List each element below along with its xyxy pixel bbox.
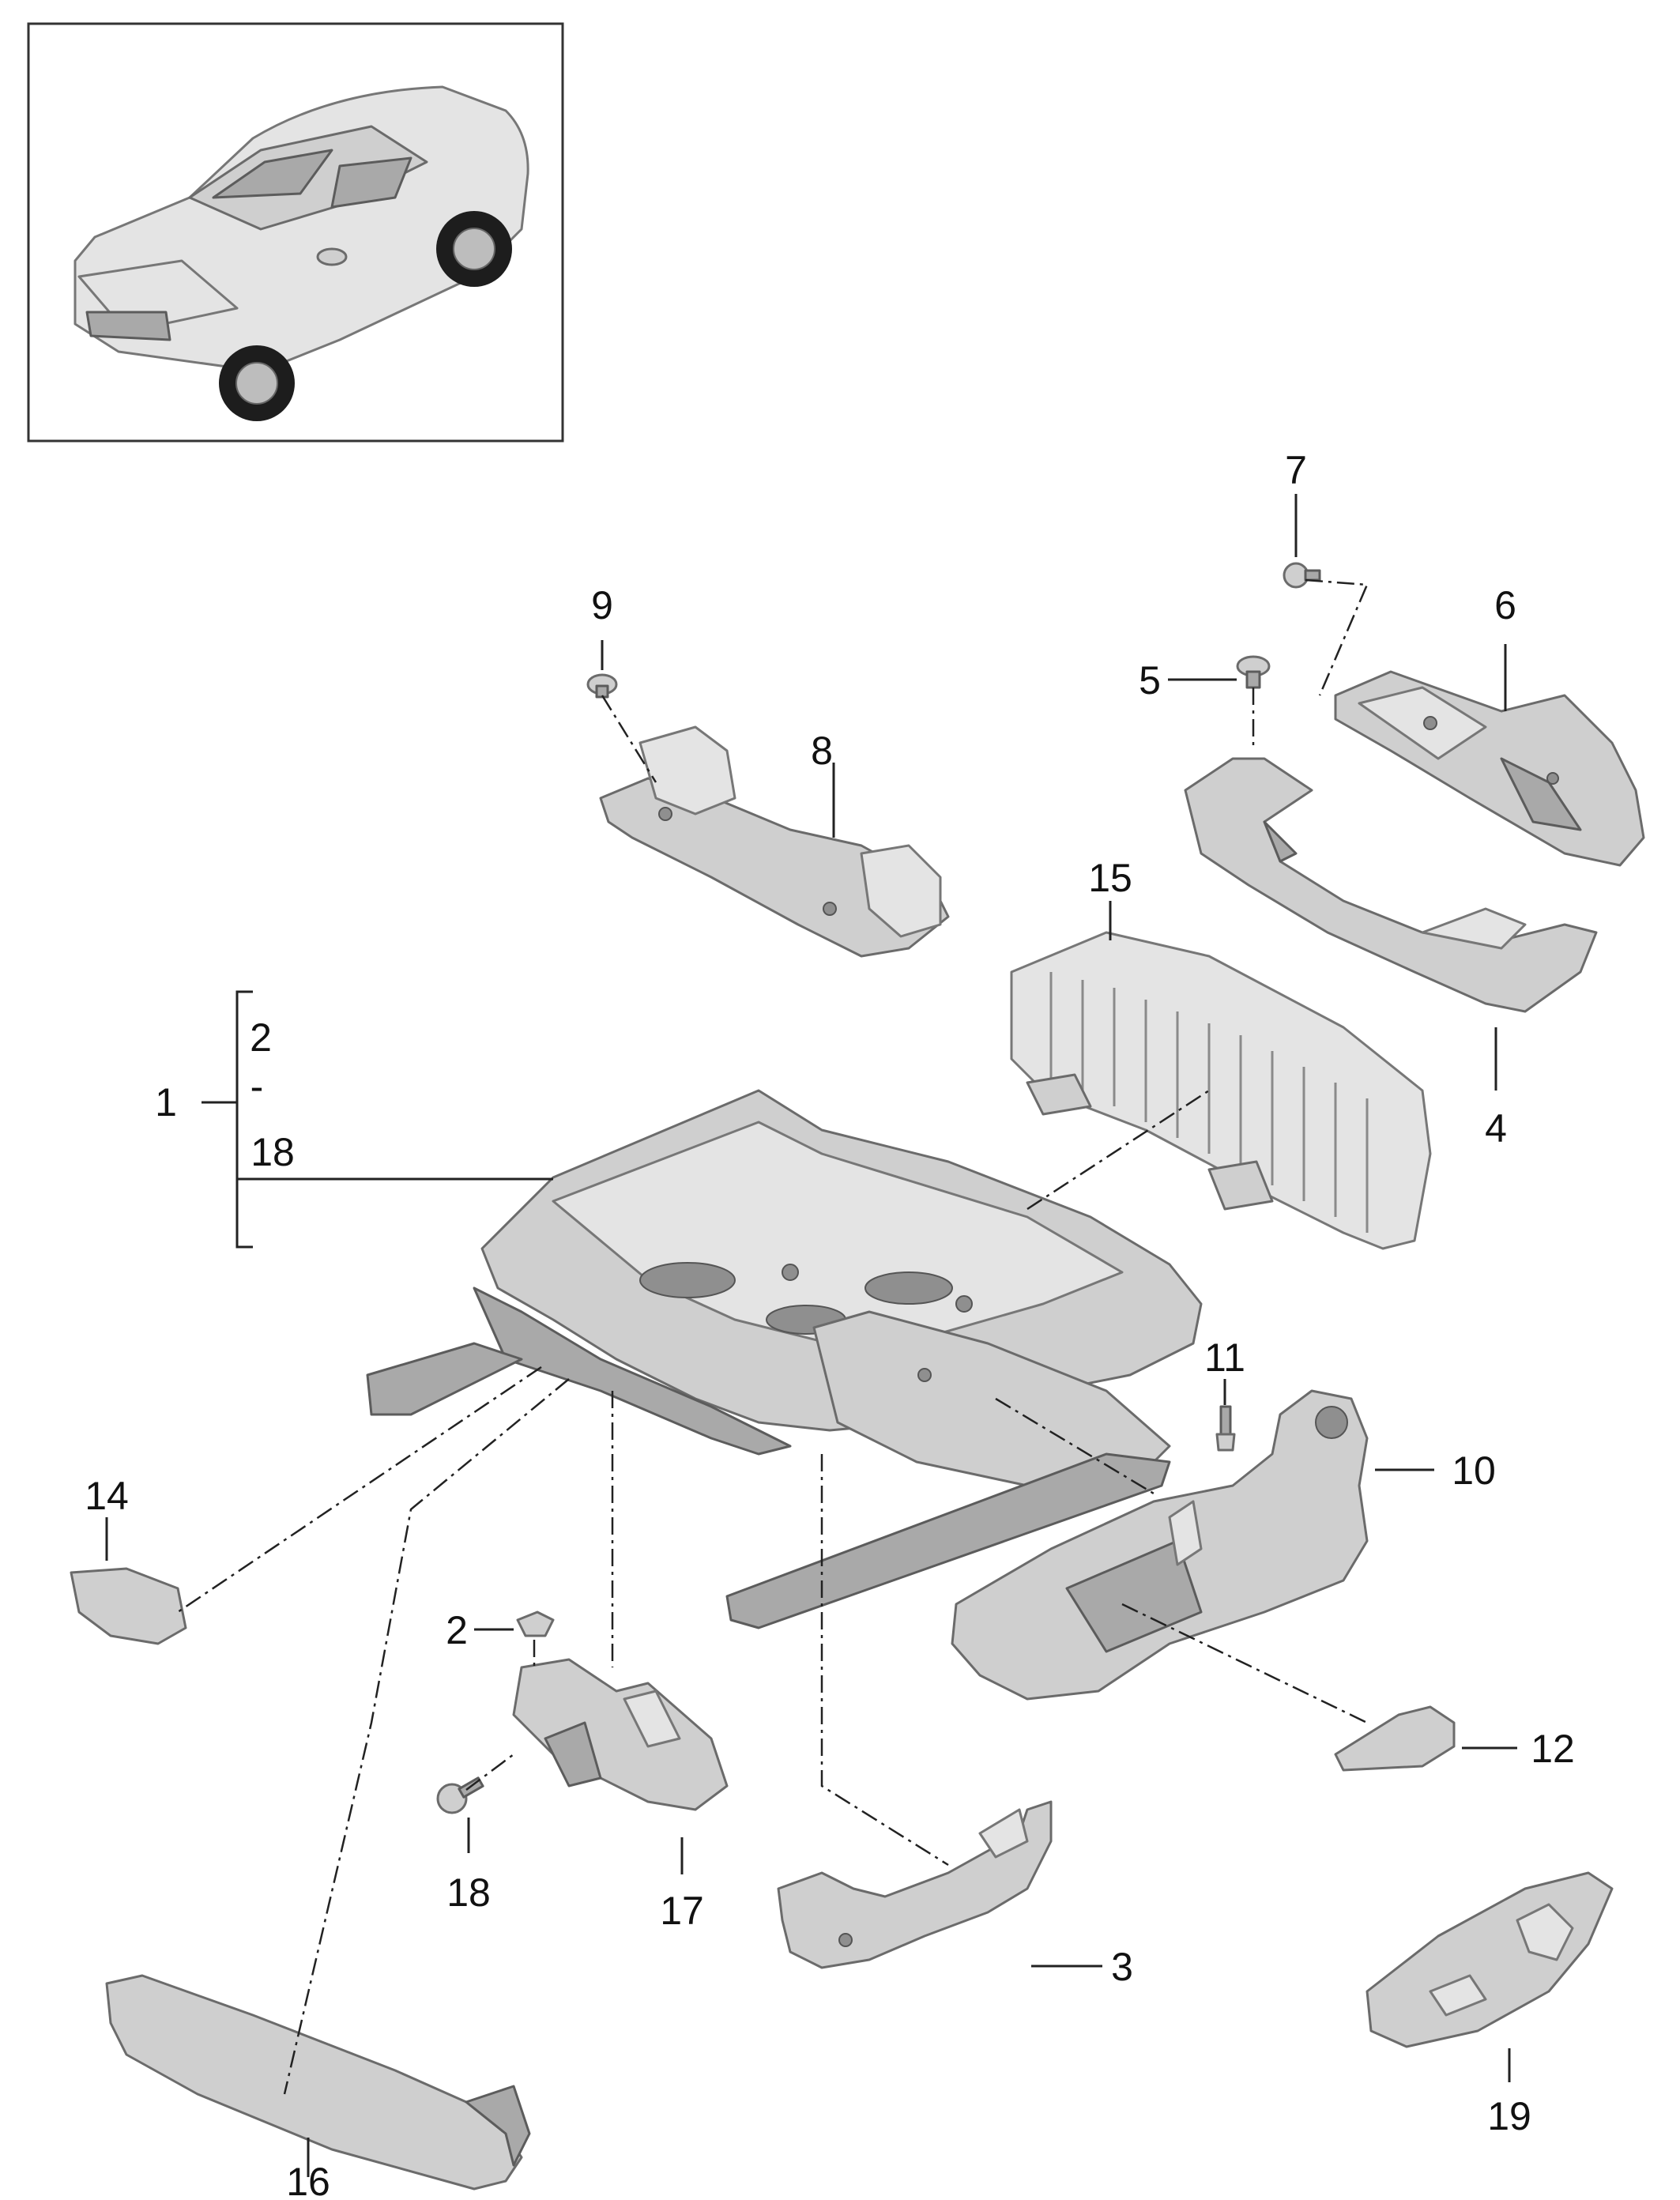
- callout-8: 8: [811, 729, 833, 773]
- vehicle-thumbnail: [27, 22, 564, 443]
- callout-range-dash: -: [250, 1064, 264, 1109]
- callout-18: 18: [446, 1870, 491, 1915]
- part-11-bolt: [1215, 1405, 1236, 1452]
- part-3-underside-bracket: [777, 1800, 1053, 1969]
- callout-2: 2: [446, 1608, 468, 1652]
- part-8-cross-bracket: [599, 725, 950, 958]
- part-15-rear-panel: [1010, 931, 1432, 1250]
- assembly-lines: [177, 578, 1369, 2095]
- part-10-side-cover: [951, 1389, 1369, 1701]
- callout-range-end: 18: [250, 1130, 295, 1174]
- callout-5: 5: [1139, 658, 1161, 703]
- callout-7: 7: [1285, 448, 1307, 492]
- callout-16: 16: [286, 2160, 330, 2200]
- part-4-rear-cross-member: [1184, 757, 1598, 1013]
- callout-6: 6: [1494, 583, 1516, 627]
- callout-1: 1: [155, 1080, 177, 1124]
- callout-17: 17: [660, 1889, 704, 1933]
- callout-10: 10: [1452, 1448, 1496, 1493]
- callout-11: 11: [1204, 1335, 1245, 1380]
- callout-9: 9: [591, 583, 613, 627]
- callout-4: 4: [1485, 1106, 1507, 1151]
- callout-15: 15: [1088, 856, 1132, 900]
- callout-12: 12: [1531, 1727, 1575, 1771]
- part-17-lower-bracket: [512, 1658, 729, 1811]
- part-19-seat-switch: [1365, 1871, 1614, 2048]
- callout-14: 14: [85, 1474, 129, 1518]
- part-1-seat-frame: [366, 1089, 1203, 1629]
- callout-labels: 7 9 6 5 8 15 2 1 - 18 4 11 10 14 2 12 18…: [85, 448, 1575, 2200]
- part-12-trim-cap: [1334, 1705, 1456, 1772]
- callout-19: 19: [1487, 2094, 1531, 2138]
- part-5-screw: [1236, 655, 1271, 689]
- part-9-screw: [586, 673, 618, 699]
- part-2-clip-nut: [516, 1610, 555, 1637]
- part-16-front-trim-panel: [105, 1974, 531, 2191]
- suv-car-icon: [73, 85, 529, 421]
- leader-lines: [105, 494, 1517, 2177]
- callout-3: 3: [1111, 1945, 1133, 1989]
- part-7-screw: [1283, 562, 1321, 589]
- callout-range-start: 2: [250, 1015, 272, 1060]
- part-14-corner-trim: [70, 1567, 187, 1645]
- part-6-side-bracket: [1334, 670, 1645, 867]
